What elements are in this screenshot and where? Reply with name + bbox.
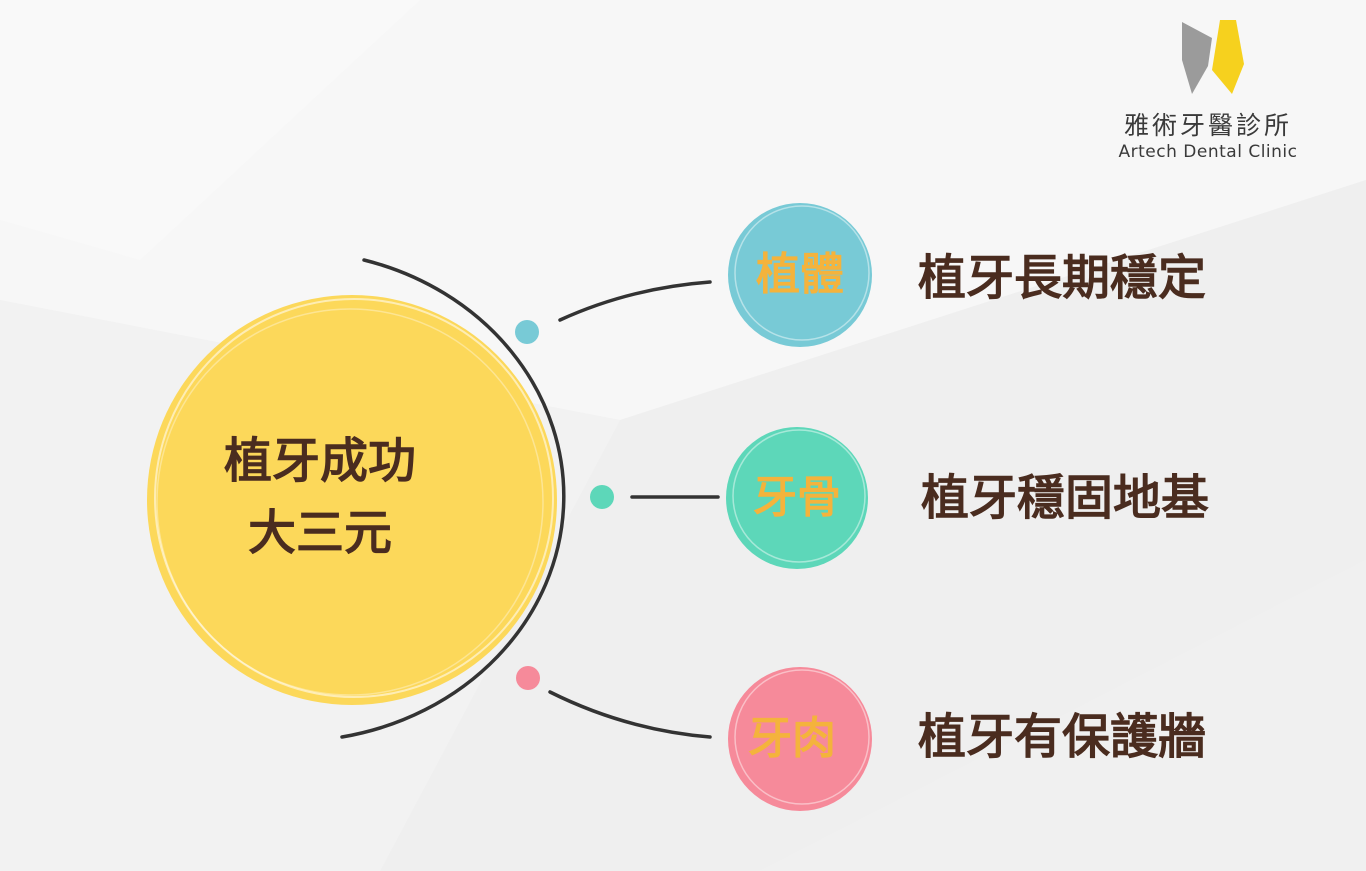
connector-bottom: [548, 690, 712, 739]
bubble-label-bone: 牙骨: [753, 472, 841, 523]
center-circle: [147, 295, 557, 705]
connector-top: [558, 280, 712, 322]
bubble-implant-sketch: [734, 205, 870, 341]
bubble-label-implant: 植體: [756, 249, 844, 300]
bubble-implant: [728, 203, 872, 347]
center-title-line1: 植牙成功: [223, 433, 416, 489]
description-bone: 植牙穩固地基: [921, 470, 1210, 526]
outer-arc: [340, 258, 566, 739]
bubble-gum-sketch: [734, 669, 870, 805]
dot-bottom: [516, 666, 540, 690]
center-title: 植牙成功 大三元: [170, 425, 470, 569]
center-circle-sketch: [154, 298, 554, 698]
clinic-name-zh: 雅術牙醫診所: [1123, 111, 1292, 140]
clinic-name-en: Artech Dental Clinic: [1118, 142, 1298, 162]
bubble-gum: [728, 667, 872, 811]
center-title-line2: 大三元: [247, 505, 392, 561]
clinic-logo: 雅術牙醫診所 Artech Dental Clinic: [1108, 20, 1308, 170]
logo-mark-icon: [1182, 20, 1244, 94]
dot-top: [515, 320, 539, 344]
description-gum: 植牙有保護牆: [918, 709, 1207, 765]
dot-middle: [590, 485, 614, 509]
bubble-label-gum: 牙肉: [748, 713, 836, 764]
bubble-bone: [726, 427, 868, 569]
description-implant: 植牙長期穩定: [918, 250, 1207, 306]
bubble-bone-sketch: [732, 429, 866, 563]
center-circle-sketch: [156, 308, 544, 696]
